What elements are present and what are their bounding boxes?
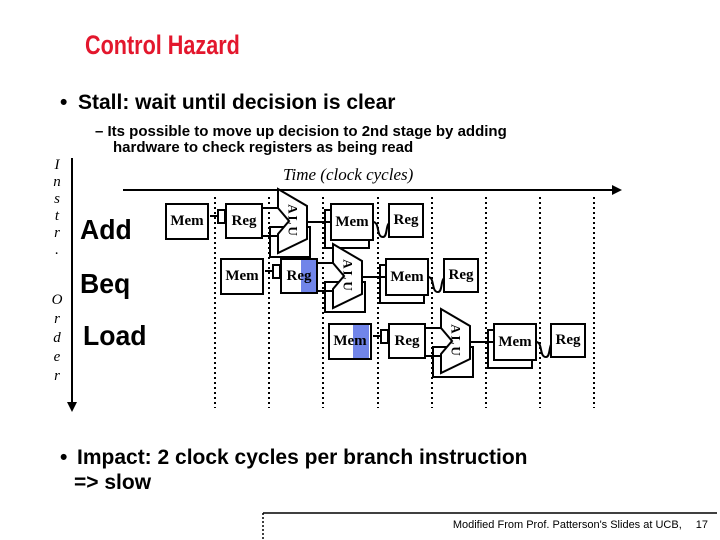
mem-stage-box: Mem	[385, 258, 429, 296]
alu-shape	[440, 307, 471, 375]
reg-stage-box: Reg	[443, 258, 479, 293]
instr-axis-word: Instr.	[49, 157, 65, 259]
footer-credit: Modified From Prof. Patterson's Slides a…	[453, 519, 708, 531]
alu-shape	[277, 187, 308, 255]
mem-stage-box: Mem	[330, 203, 374, 241]
instruction-order-axis-arrow	[67, 158, 77, 412]
subbullet-line2: hardware to check registers as being rea…	[113, 139, 414, 156]
reg-stage-box-highlighted: Reg	[280, 258, 318, 294]
reg-stage-box: Reg	[550, 323, 586, 358]
time-axis-arrow	[123, 185, 622, 195]
instruction-label-beq: Beq	[80, 268, 131, 299]
pipeline-latch	[380, 329, 389, 344]
footer-divider	[262, 512, 717, 540]
bullet-marker: •	[60, 91, 68, 114]
order-axis-word: Order	[49, 292, 65, 387]
mem-stage-box: Mem	[493, 323, 537, 361]
reg-stage-box: Reg	[388, 203, 424, 238]
reg-stage-box: Reg	[388, 323, 426, 359]
pipeline-latch	[272, 264, 281, 279]
pipeline-latch	[217, 209, 226, 224]
bullet-impact-line1: Impact: 2 clock cycles per branch instru…	[77, 446, 528, 469]
bullet-stall: Stall: wait until decision is clear	[78, 91, 396, 114]
instruction-label-load: Load	[83, 320, 147, 351]
mem-stage-box-highlighted: Mem	[328, 323, 372, 360]
bullet-impact-line2: => slow	[74, 471, 152, 494]
alu-stage-label: ALU	[340, 259, 356, 293]
slide-title: Control Hazard	[85, 30, 240, 60]
reg-stage-box: Reg	[225, 203, 263, 239]
alu-stage-label: ALU	[448, 324, 464, 358]
footer-credit-text: Modified From Prof. Patterson's Slides a…	[452, 519, 682, 531]
time-axis-label: Time (clock cycles)	[283, 165, 414, 184]
page-number: 17	[695, 519, 708, 531]
stall-highlight	[300, 260, 316, 292]
alu-stage-label: ALU	[285, 204, 301, 238]
stall-highlight	[353, 325, 369, 358]
instruction-label-add: Add	[80, 214, 132, 245]
mem-stage-box: Mem	[165, 203, 209, 240]
alu-shape	[332, 242, 363, 310]
subbullet-line1: – Its possible to move up decision to 2n…	[95, 123, 507, 140]
bullet-marker: •	[60, 446, 68, 469]
mem-stage-box: Mem	[220, 258, 264, 295]
